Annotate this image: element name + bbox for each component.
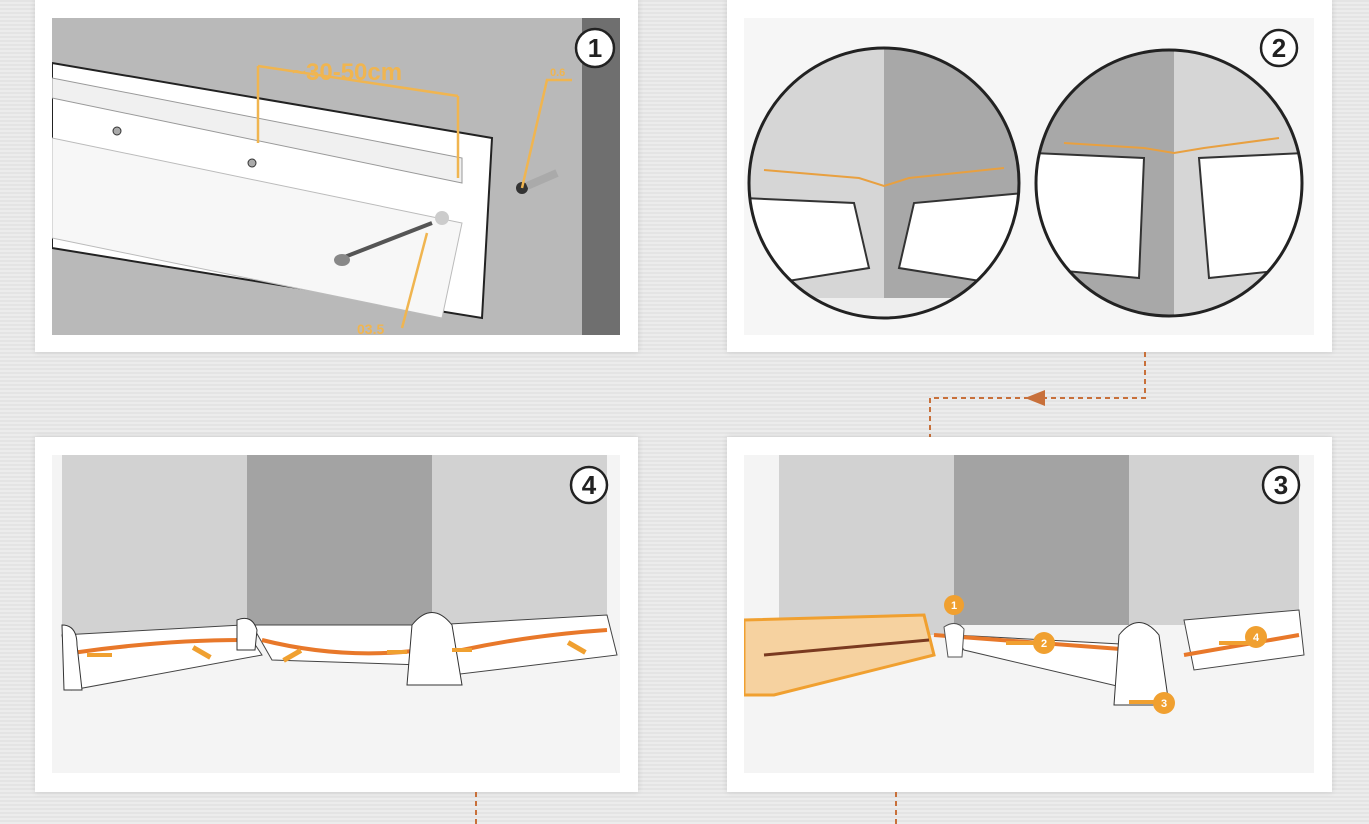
dowel-label: 0.6 [550,67,565,79]
step-2-illustration: 2 [744,18,1314,335]
end-cap [61,624,83,691]
inner-corner-cap [943,623,965,658]
arrow-left-icon [1025,390,1045,406]
step-3-illustration: 1 2 3 4 3 [744,455,1314,773]
svg-text:1: 1 [951,600,957,612]
step-4-panel: 4 [35,437,638,792]
step-badge [569,465,609,505]
flow-connector [475,792,477,824]
sub-step-markers: 1 2 3 4 [944,595,1267,714]
step-number: 2 [1272,33,1286,63]
svg-text:3: 3 [1161,698,1167,710]
inner-corner-cap [236,617,258,651]
screw-label: 03.5 [357,321,384,335]
flow-connector [929,352,1146,440]
step-badge [574,27,616,69]
step-2-panel: 2 [727,0,1332,352]
step-number: 3 [1274,470,1288,500]
step-4-illustration: 4 [52,455,620,773]
step-number: 4 [582,470,597,500]
skirting-board-highlight [744,613,936,697]
flow-connector [895,792,897,824]
step-3-panel: 1 2 3 4 3 [727,437,1332,792]
arrow-icons [87,640,587,663]
step-badge [1261,465,1301,505]
step-1-panel: ~30-50cm 0.6 03.5 1 [35,0,638,352]
step-number: 1 [588,33,602,63]
spacing-label: ~30-50cm [292,59,402,86]
svg-text:2: 2 [1041,638,1047,650]
svg-text:4: 4 [1253,632,1260,644]
step-1-illustration: ~30-50cm 0.6 03.5 1 [52,18,620,335]
outer-corner-cap [406,612,463,686]
screw-icon [341,221,433,260]
step-badge [1259,28,1299,68]
